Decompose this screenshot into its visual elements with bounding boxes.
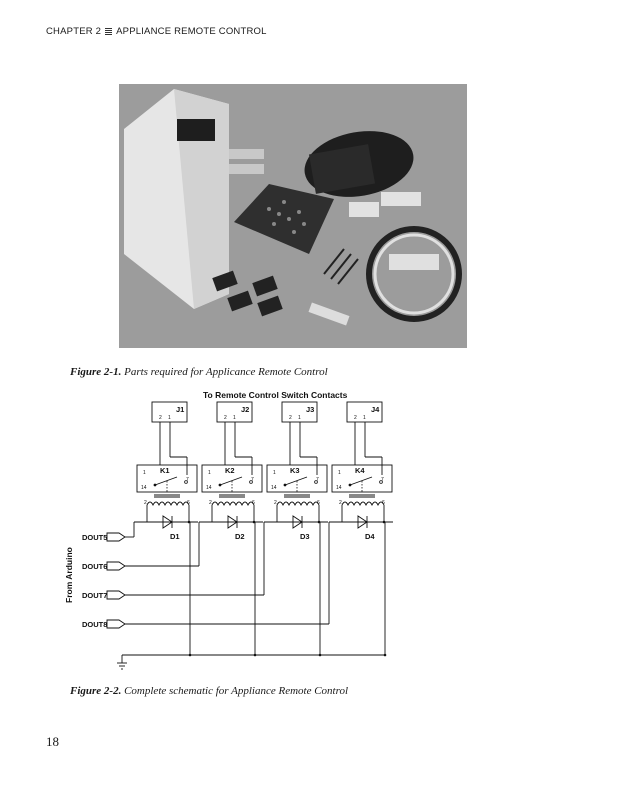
wire: [349, 476, 373, 486]
schematic-side-label: From Arduino: [64, 547, 74, 603]
wire: [219, 476, 243, 486]
relay-label: K2: [225, 466, 235, 475]
coil-pin: 6: [317, 500, 320, 506]
parts-photo-drawing: [119, 84, 467, 348]
coil-pin: 2: [339, 500, 342, 506]
relay-pin: 7: [186, 477, 189, 483]
separator-icon: [105, 28, 113, 35]
connector-box: [281, 401, 318, 423]
relay-pin: 7: [381, 477, 384, 483]
relay-box: [136, 464, 198, 493]
figure-2-text: Complete schematic for Appliance Remote …: [124, 685, 349, 697]
connector-pin: 1: [233, 415, 236, 421]
coil-pin: 2: [144, 500, 147, 506]
schematic-top-label: To Remote Control Switch Contacts: [203, 390, 348, 400]
connector-label: J2: [241, 405, 249, 414]
input-dout7: DOUT7: [82, 590, 264, 600]
connector-box: [151, 401, 188, 423]
diode-body: [357, 515, 368, 529]
contact: [249, 480, 253, 484]
contact: [379, 480, 383, 484]
relay-pin: 1: [338, 470, 341, 476]
connector-pin: 2: [224, 415, 227, 421]
chapter-label: CHAPTER 2: [46, 26, 102, 37]
connector-pin: 1: [168, 415, 171, 421]
relay-pin: 7: [316, 477, 319, 483]
diode-label: D4: [365, 532, 375, 541]
input-label: DOUT7: [82, 591, 107, 600]
figure-2-caption: Figure 2-2. Complete schematic for Appli…: [70, 685, 348, 697]
chapter-title: APPLIANCE REMOTE CONTROL: [116, 26, 267, 37]
coil-winding: [146, 501, 190, 507]
input-dout8: DOUT8: [82, 619, 329, 629]
running-head: CHAPTER 2 APPLIANCE REMOTE CONTROL: [46, 26, 267, 37]
relay-label: K1: [160, 466, 170, 475]
connector-label: J4: [371, 405, 380, 414]
relay-box: [201, 464, 263, 493]
relay-box: [266, 464, 328, 493]
relay-pin: 14: [206, 485, 212, 491]
relay-pin: 14: [271, 485, 277, 491]
connector-label: J1: [176, 405, 184, 414]
relay-pin: 14: [141, 485, 147, 491]
diode-label: D2: [235, 532, 245, 541]
figure-1-label: Figure 2-1.: [70, 366, 122, 378]
input-dout5: DOUT5: [82, 532, 134, 542]
relay-pin: 1: [208, 470, 211, 476]
diode-body: [162, 515, 173, 529]
relay-label: K4: [355, 466, 365, 475]
coil-pin: 2: [209, 500, 212, 506]
coil-winding: [276, 501, 320, 507]
figure-1-text: Parts required for Applicance Remote Con…: [124, 366, 328, 378]
input-label: DOUT8: [82, 620, 107, 629]
input-port: [106, 590, 126, 600]
coil-pin: 2: [274, 500, 277, 506]
input-label: DOUT6: [82, 562, 107, 571]
connector-label: J3: [306, 405, 314, 414]
connector-box: [216, 401, 253, 423]
connector-pin: 1: [363, 415, 366, 421]
coil-winding: [341, 501, 385, 507]
relay-pin: 7: [251, 477, 254, 483]
diode-label: D3: [300, 532, 310, 541]
input-port: [106, 619, 126, 629]
input-port: [106, 561, 126, 571]
page-number: 18: [46, 734, 59, 749]
coil-winding: [211, 501, 255, 507]
diode-label: D1: [170, 532, 180, 541]
schematic: To Remote Control Switch Contacts From A…: [64, 390, 393, 670]
diode-body: [227, 515, 238, 529]
contact: [314, 480, 318, 484]
input-dout6: DOUT6: [82, 561, 199, 571]
wire: [284, 476, 308, 486]
connector-box: [346, 401, 383, 423]
coil-pin: 6: [252, 500, 255, 506]
diode-body: [292, 515, 303, 529]
figure-2-label: Figure 2-2.: [70, 685, 122, 697]
input-port: [106, 532, 126, 542]
relay-pin: 1: [273, 470, 276, 476]
connector-pin: 2: [354, 415, 357, 421]
contact: [184, 480, 188, 484]
relay-box: [331, 464, 393, 493]
figure-1-caption: Figure 2-1. Parts required for Applicanc…: [70, 366, 328, 378]
relay-pin: 1: [143, 470, 146, 476]
connector-pin: 2: [159, 415, 162, 421]
input-label: DOUT5: [82, 533, 107, 542]
wire: [154, 476, 178, 486]
connector-pin: 1: [298, 415, 301, 421]
coil-pin: 6: [382, 500, 385, 506]
connector-pin: 2: [289, 415, 292, 421]
relay-pin: 14: [336, 485, 342, 491]
relay-label: K3: [290, 466, 300, 475]
parts-photo: [119, 84, 467, 348]
coil-pin: 6: [187, 500, 190, 506]
